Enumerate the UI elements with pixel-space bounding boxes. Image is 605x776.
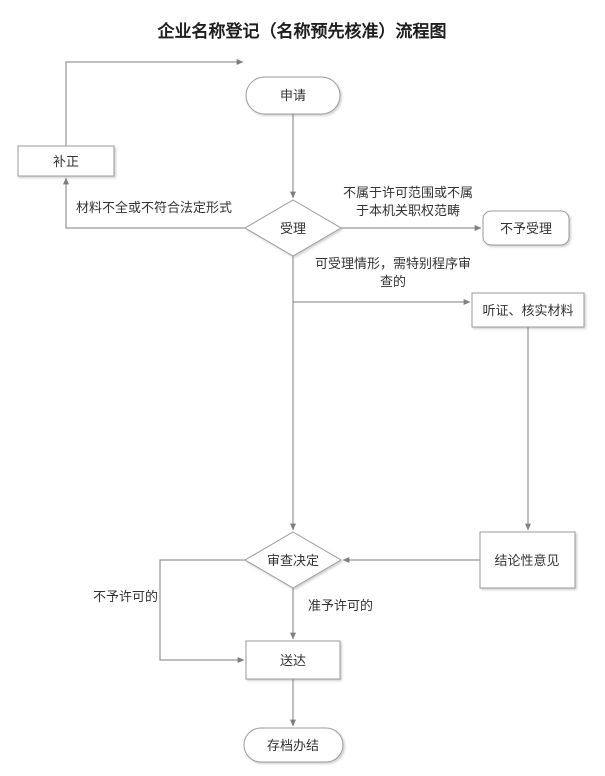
arrow-review-denied-to-deliver bbox=[159, 559, 245, 663]
correction-shape bbox=[17, 145, 115, 177]
archive-shape bbox=[243, 727, 344, 763]
correction-label: 补正 bbox=[53, 155, 79, 170]
node-conclusion: 结论性意见 bbox=[479, 531, 576, 589]
apply-shape bbox=[245, 76, 341, 115]
deliver-shape bbox=[245, 640, 341, 680]
arrow-correction-to-apply bbox=[65, 59, 244, 146]
node-hearing: 听证、核实材料 bbox=[471, 292, 585, 328]
node-archive: 存档办结 bbox=[243, 727, 344, 763]
node-not-accept: 不予受理 bbox=[482, 210, 570, 246]
hearing-shape bbox=[471, 292, 585, 328]
apply-label: 申请 bbox=[280, 89, 306, 104]
label-special-procedure-line2: 查的 bbox=[380, 274, 406, 290]
review-decision-label: 审查决定 bbox=[267, 554, 319, 569]
label-not-permitted: 不予许可的 bbox=[93, 589, 158, 605]
conclusion-label: 结论性意见 bbox=[494, 553, 559, 569]
conclusion-shape bbox=[479, 531, 576, 589]
hearing-label: 听证、核实材料 bbox=[482, 304, 573, 319]
not-accept-label: 不予受理 bbox=[500, 222, 552, 237]
label-out-of-scope-line1: 不属于许可范围或不属 bbox=[343, 186, 473, 201]
label-permitted: 准予许可的 bbox=[308, 598, 373, 614]
arrow-accept-to-correction bbox=[63, 177, 245, 229]
archive-label: 存档办结 bbox=[267, 739, 319, 754]
node-deliver: 送达 bbox=[245, 640, 341, 680]
accept-shape bbox=[244, 199, 342, 257]
accept-label: 受理 bbox=[280, 222, 306, 237]
label-incomplete-materials: 材料不全或不符合法定形式 bbox=[76, 200, 232, 216]
diagram-title: 企业名称登记（名称预先核准）流程图 bbox=[157, 21, 447, 42]
deliver-label: 送达 bbox=[280, 654, 306, 669]
label-special-procedure-line1: 可受理情形，需特别程序审 bbox=[315, 257, 471, 272]
node-apply: 申请 bbox=[245, 76, 341, 115]
review-decision-shape bbox=[244, 531, 342, 589]
node-correction: 补正 bbox=[17, 145, 115, 177]
node-review-decision: 审查决定 bbox=[244, 531, 342, 589]
label-out-of-scope-line2: 于本机关职权范畴 bbox=[356, 203, 460, 219]
not-accept-shape bbox=[482, 210, 570, 246]
node-accept: 受理 bbox=[244, 199, 342, 257]
